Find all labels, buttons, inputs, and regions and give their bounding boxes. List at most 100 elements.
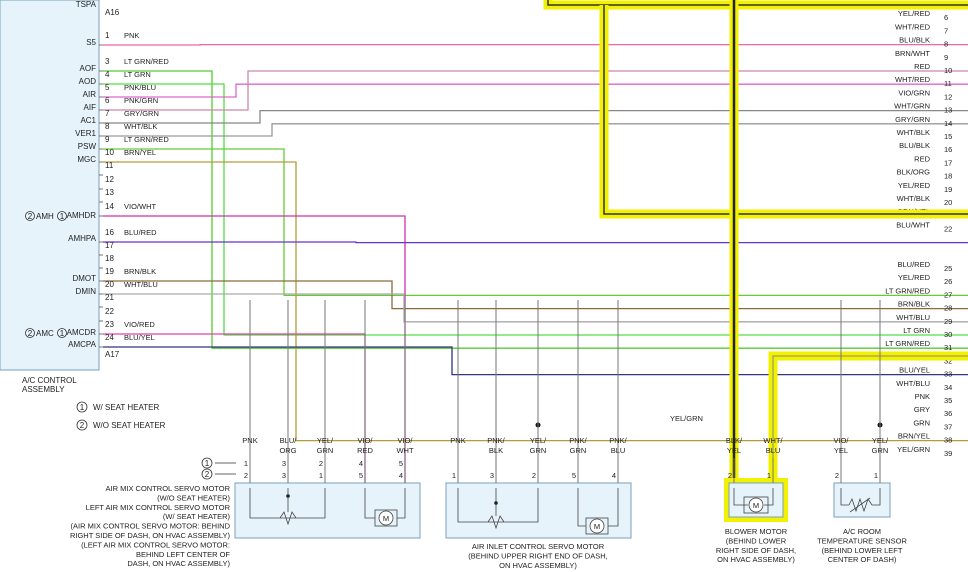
svg-text:1: 1 [205,459,210,468]
air-mix-caption-6: (LEFT AIR MIX CONTROL SERVO MOTOR: [81,540,230,549]
wire-color-pin-10: BRN/YEL [124,148,156,157]
right-label-17: RED [914,154,930,163]
pin-signal-ver1: VER1 [75,129,96,138]
svg-text:AMC: AMC [36,329,54,338]
air-mix-label-b-1: ORG [279,446,296,455]
wire-color-pin-1: PNK [124,31,139,40]
right-num-36: 36 [944,409,952,418]
pin-number-6: 6 [105,96,110,105]
right-label-9: BRN/WHT [895,49,930,58]
air-inlet-label-b-3: GRN [570,446,587,455]
pin-number-3: 3 [105,57,110,66]
blower-caption-2: RIGHT SIDE OF DASH, [716,546,796,555]
right-label-10: RED [914,62,930,71]
blower-pin-0: 2 [728,471,732,480]
pin-signal-amcdr: AMCDR [67,328,97,337]
wire-pin-16 [103,241,968,244]
module-name-line1: A/C CONTROL [22,376,77,385]
air-mix-label-a-2: YEL/ [317,436,334,445]
wire-pin-20 [103,293,968,323]
right-label-8: BLU/BLK [899,36,930,45]
air-inlet-label-a-4: PNK/ [609,436,627,445]
pin-number-24: 24 [105,333,114,342]
svg-text:1: 1 [60,329,65,338]
blower-caption-1: (BEHIND LOWER [726,536,787,545]
right-label-19: YEL/RED [898,181,931,190]
right-num-28: 28 [944,304,952,313]
pin-signal-ac1: AC1 [80,116,96,125]
svg-text:AMH: AMH [36,212,54,221]
right-label-33: BLU/YEL [899,366,930,375]
right-label-12: VIO/GRN [898,88,930,97]
air-inlet-pin-0: 1 [452,471,456,480]
right-label-7: WHT/RED [895,22,931,31]
right-label-16: BLU/BLK [899,141,930,150]
blower-label-b-0: YEL [727,446,741,455]
sensor-caption-1: TEMPERATURE SENSOR [817,536,907,545]
wire-pin-8 [103,123,968,137]
sensor-label-a-1: YEL/ [872,436,889,445]
right-num-16: 16 [944,145,952,154]
right-num-30: 30 [944,330,952,339]
pin-signal-tspa: TSPA [76,0,97,9]
right-num-32: 32 [944,356,952,365]
air-mix-label-b-2: GRN [317,446,334,455]
right-num-14: 14 [944,119,952,128]
air-mix-pintop-3: 4 [359,459,363,468]
right-num-22: 22 [944,224,952,233]
air-mix-label-b-4: WHT [396,446,413,455]
wire-color-pin-6: PNK/GRN [124,96,158,105]
wire-pin-5 [103,83,968,98]
right-label-39: YEL/GRN [897,445,930,454]
pin-number-11: 11 [105,161,114,170]
right-num-18: 18 [944,172,952,181]
pin-number-9: 9 [105,135,110,144]
right-label-26: YEL/RED [898,273,931,282]
blower-label-b-1: BLU [766,446,781,455]
svg-text:W/O SEAT HEATER: W/O SEAT HEATER [93,421,166,430]
legend: 1 W/ SEAT HEATER 2 W/O SEAT HEATER [76,401,166,431]
wire-pin-9 [103,148,968,297]
right-label-29: WHT/BLU [896,313,930,322]
pin-signal-aof: AOF [80,64,97,73]
air-inlet-label-a-1: PNK/ [487,436,505,445]
right-num-38: 38 [944,436,952,445]
amc-label-group: 2 AMC 1 [25,328,67,338]
pin-number-13: 13 [105,188,114,197]
air-inlet-pin-1: 3 [490,471,494,480]
air-mix-pintop-0: 1 [244,459,248,468]
wire-color-pin-4: LT GRN [124,70,151,79]
right-label-14: GRY/GRN [895,115,930,124]
pin-signal-aod: AOD [79,77,97,86]
right-num-37: 37 [944,422,952,431]
wire-pin-24 [103,346,968,376]
air-mix-pin-1: 3 [282,471,286,480]
right-num-29: 29 [944,317,952,326]
air-mix-label-a-1: BLU/ [280,436,298,445]
sensor-label-b-1: GRN [872,446,889,455]
right-num-11: 11 [944,79,952,88]
air-inlet-label-b-2: GRN [530,446,547,455]
blower-caption-3: ON HVAC ASSEMBLY) [717,555,795,564]
pin-number-23: 23 [105,320,114,329]
air-mix-pin-0: 2 [244,471,248,480]
right-num-33: 33 [944,370,952,379]
wire-color-pin-19: BRN/BLK [124,267,156,276]
air-mix-pintop-4: 5 [399,459,403,468]
right-edge-labels: LT GRN/RED45YEL/RED6WHT/RED7BLU/BLK8BRN/… [885,0,952,458]
air-mix-motor: PNK21BLU/ORG33YEL/GRN12VIO/RED54VIO/WHT4… [70,300,421,568]
right-num-7: 7 [944,26,948,35]
right-num-26: 26 [944,277,952,286]
wire-pin-6 [103,70,968,111]
pin-signal-amcpa: AMCPA [68,340,97,349]
air-mix-pin-2: 1 [319,471,323,480]
pin-signal-mgc: MGC [77,155,96,164]
right-num-39: 39 [944,449,952,458]
air-mix-pin-4: 4 [399,471,403,480]
right-num-10: 10 [944,66,952,75]
right-num-35: 35 [944,396,952,405]
wire-color-pin-5: PNK/BLU [124,83,156,92]
blower-caption-0: BLOWER MOTOR [725,527,788,536]
right-label-30: LT GRN [903,326,930,335]
